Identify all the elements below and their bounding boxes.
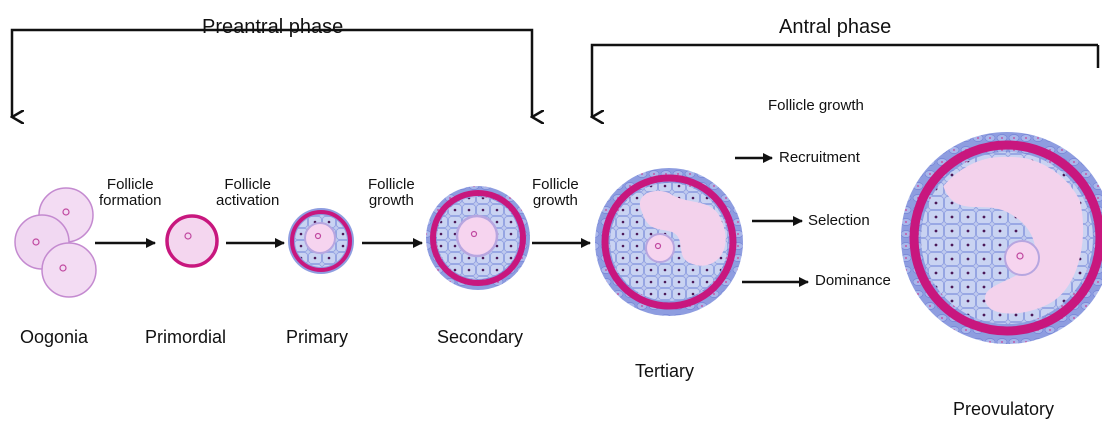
activation-label: Follicleactivation [216, 177, 279, 209]
tertiary-label: Tertiary [635, 362, 694, 381]
secondary-follicle [426, 186, 530, 290]
secondary-label: Secondary [437, 328, 523, 347]
preovulatory-label: Preovulatory [953, 400, 1054, 419]
dominance-label: Dominance [815, 273, 891, 289]
preantral-bracket [12, 30, 532, 117]
preovulatory-follicle [901, 132, 1102, 344]
selection-label: Selection [808, 213, 870, 229]
growth-label-2: Folliclegrowth [532, 177, 579, 209]
recruitment-label: Recruitment [779, 150, 860, 166]
primordial-follicle [167, 216, 217, 266]
formation-label: Follicleformation [99, 177, 162, 209]
antral-growth-title: Follicle growth [768, 98, 864, 114]
oogonia-cells [15, 188, 96, 297]
growth-label-1: Folliclegrowth [368, 177, 415, 209]
antral-phase-title: Antral phase [779, 17, 891, 38]
tertiary-follicle [595, 168, 743, 316]
primordial-label: Primordial [145, 328, 226, 347]
oogonia-label: Oogonia [20, 328, 88, 347]
primary-follicle [288, 208, 354, 274]
preantral-phase-title: Preantral phase [202, 17, 343, 38]
primary-label: Primary [286, 328, 348, 347]
